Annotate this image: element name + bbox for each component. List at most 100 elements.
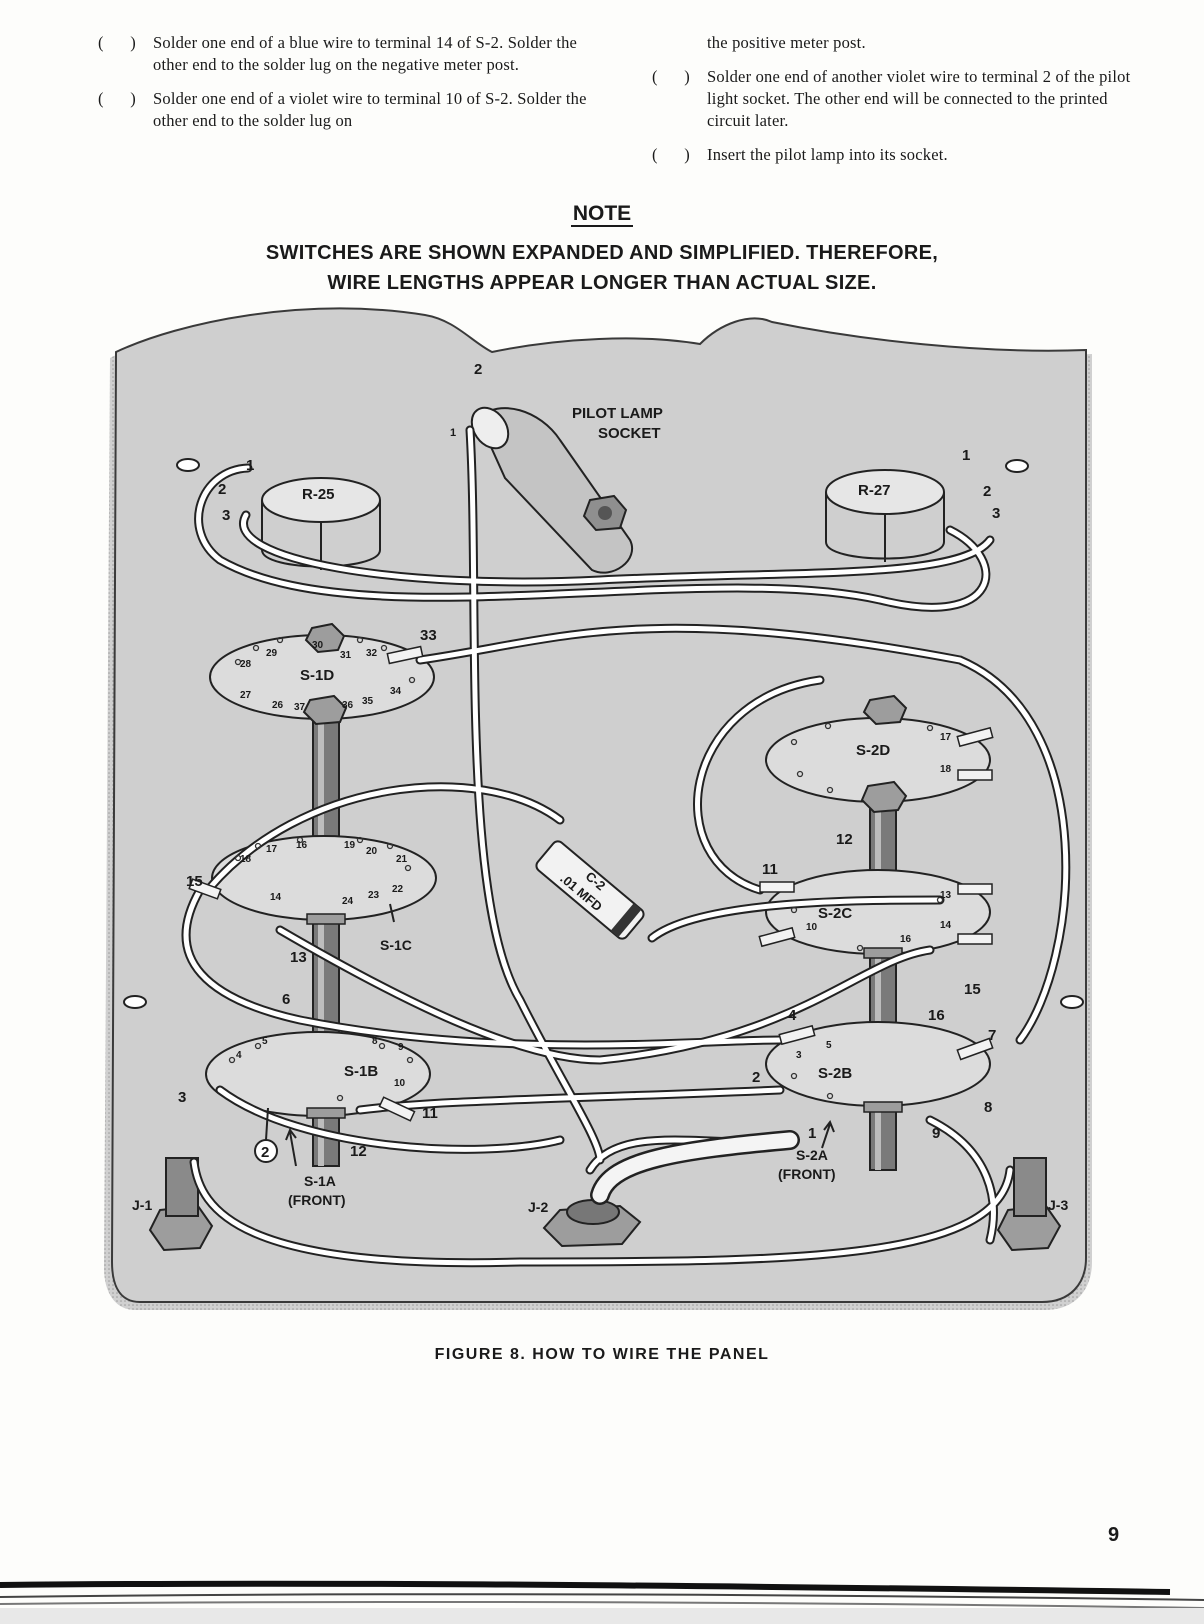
pin-number: 10 — [806, 922, 818, 933]
instruction-text: Solder one end of a blue wire to termina… — [153, 33, 578, 74]
pilot-lamp-socket — [470, 406, 633, 574]
pin-number: 21 — [396, 854, 408, 865]
pointer-arrow — [389, 903, 395, 923]
svg-text:2: 2 — [261, 1144, 269, 1161]
pin-number: 26 — [272, 700, 284, 711]
binding-edge — [0, 1580, 1171, 1595]
s2a-front-label: (FRONT) — [778, 1166, 836, 1182]
terminal-label: 33 — [420, 627, 437, 644]
terminal-label: 4 — [788, 1007, 797, 1024]
checkbox[interactable]: () — [98, 89, 136, 108]
checkbox[interactable]: () — [98, 33, 136, 52]
pin-number: 29 — [266, 648, 278, 659]
potentiometer-r27 — [825, 469, 945, 562]
terminal-label: 11 — [762, 861, 778, 878]
pin-number: 36 — [342, 700, 354, 711]
s1a-label: S-1A — [304, 1173, 336, 1189]
note-heading: NOTE — [570, 202, 634, 227]
figure-caption: FIGURE 8. HOW TO WIRE THE PANEL — [434, 1346, 770, 1363]
instruction-continuation: the positive meter post. — [707, 33, 866, 52]
pin-number: 14 — [940, 920, 952, 931]
pin-number: 31 — [340, 650, 352, 661]
s1c-label: S-1C — [380, 937, 412, 953]
terminal-label: 1 — [246, 457, 254, 474]
wafer-pin-holes — [228, 636, 944, 1102]
shaft-nut — [862, 694, 908, 726]
instruction-step: () Solder one end of another violet wire… — [652, 66, 1142, 132]
terminal-label: 11 — [422, 1105, 438, 1122]
terminal-label: 15 — [186, 873, 203, 890]
instruction-text: Solder one end of another violet wire to… — [707, 67, 1131, 130]
pointer-arrow — [265, 1107, 269, 1141]
pin-number: 17 — [266, 844, 278, 855]
pin-number: 17 — [940, 732, 952, 743]
pilot-lamp-label: PILOT LAMP — [572, 405, 663, 422]
mounting-hole — [1005, 459, 1029, 473]
terminal-label: 7 — [988, 1027, 996, 1044]
pin-number: 16 — [900, 934, 912, 945]
r25-label: R-25 — [302, 486, 335, 503]
pin-number: 22 — [392, 884, 404, 895]
instruction-step: () Insert the pilot lamp into its socket… — [652, 144, 1142, 166]
socket-label: SOCKET — [598, 425, 661, 442]
solder-lugs — [188, 645, 994, 1122]
terminal-label: 6 — [282, 991, 290, 1008]
pin-number: 34 — [390, 686, 402, 697]
terminal-label: 12 — [350, 1143, 367, 1160]
terminal-label: 16 — [928, 1007, 945, 1024]
pin-number: 18 — [240, 854, 252, 865]
mounting-hole — [1060, 995, 1084, 1009]
capacitor-c2 — [535, 840, 645, 940]
s1b-label: S-1B — [344, 1063, 378, 1080]
pin-number: 14 — [270, 892, 282, 903]
terminal-label: 3 — [178, 1089, 186, 1106]
shaft-nut — [860, 780, 908, 814]
shaft-collar — [306, 1107, 346, 1119]
pin-number: 27 — [240, 690, 252, 701]
switch-wafer-s2c — [765, 869, 991, 955]
pin-number: 16 — [296, 840, 308, 851]
terminal-label: 1 — [962, 447, 970, 464]
terminal-label: 1 — [808, 1125, 816, 1142]
pin-number: 37 — [294, 702, 306, 713]
checkbox[interactable]: () — [652, 67, 690, 86]
terminal-label: 15 — [964, 981, 981, 998]
instructions-right-column: the positive meter post. () Solder one e… — [652, 32, 1142, 178]
s2-shaft — [869, 799, 897, 1171]
pointer-arrow — [285, 1127, 297, 1167]
terminal-label: 2 — [752, 1069, 760, 1086]
pin-number: 23 — [368, 890, 380, 901]
pin-number: 3 — [796, 1050, 802, 1061]
instruction-step: () Solder one end of a blue wire to term… — [98, 32, 588, 76]
checkbox[interactable]: () — [652, 145, 690, 164]
pin-number: 32 — [366, 648, 378, 659]
shaft-nut — [302, 694, 348, 726]
terminal-label: 3 — [992, 505, 1000, 522]
mounting-hole — [123, 995, 147, 1009]
s2c-label: S-2C — [818, 905, 852, 922]
pin-number: 30 — [312, 640, 324, 651]
j1-label: J-1 — [132, 1197, 152, 1213]
terminal-label: 2 — [218, 481, 226, 498]
terminal-label: 9 — [932, 1125, 940, 1142]
pointer-arrow — [821, 1119, 835, 1149]
page-number: 9 — [1108, 1524, 1120, 1546]
note-body: SWITCHES ARE SHOWN EXPANDED AND SIMPLIFI… — [265, 242, 939, 294]
instructions-left-column: () Solder one end of a blue wire to term… — [98, 32, 588, 144]
s2b-label: S-2B — [818, 1065, 852, 1082]
terminal-label: 2 — [983, 483, 991, 500]
s1d-label: S-1D — [300, 667, 334, 684]
j2-label: J-2 — [528, 1199, 548, 1215]
pin-number: 20 — [366, 846, 378, 857]
jack-j3 — [996, 1157, 1062, 1252]
page-bottom-shadow — [0, 1608, 1204, 1624]
terminal-label: 13 — [290, 949, 307, 966]
shaft-collar — [306, 913, 346, 925]
pin-number: 19 — [344, 840, 356, 851]
pin-number: 24 — [342, 896, 354, 907]
pin-number: 13 — [940, 890, 952, 901]
s2a-label: S-2A — [796, 1147, 828, 1163]
pin-number: 4 — [236, 1050, 242, 1061]
jack-j2 — [542, 1199, 642, 1248]
